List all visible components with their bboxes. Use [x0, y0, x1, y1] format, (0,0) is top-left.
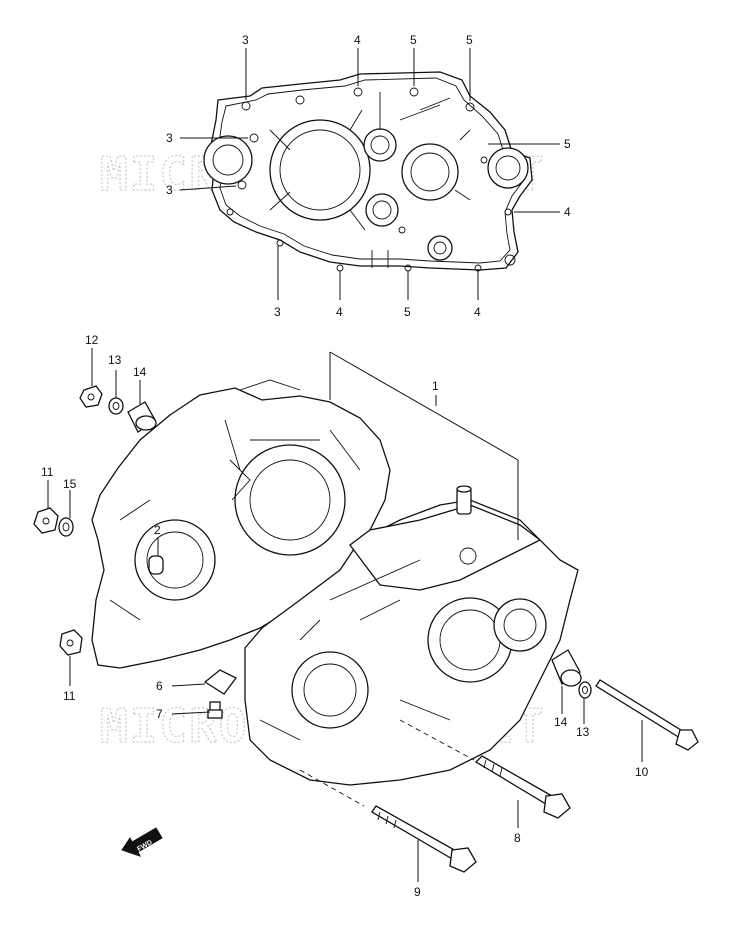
nut-11-bottom: [59, 629, 83, 656]
callout-9: 9: [414, 885, 421, 899]
nut-12: [79, 385, 103, 408]
bushing-14-top: [127, 401, 157, 433]
callout-5: 5: [564, 137, 571, 151]
callout-5: 5: [404, 305, 411, 319]
top-leader-lines: [179, 48, 560, 300]
bolt-8: [474, 755, 571, 819]
callout-7: 7: [156, 707, 163, 721]
bolt-9: [299, 769, 477, 873]
callout-15: 15: [63, 477, 77, 491]
callout-4: 4: [336, 305, 343, 319]
callout-13: 13: [576, 725, 590, 739]
callout-5: 5: [410, 33, 417, 47]
callout-3: 3: [274, 305, 281, 319]
callout-12: 12: [85, 333, 99, 347]
callout-8: 8: [514, 831, 521, 845]
callout-4: 4: [354, 33, 361, 47]
fwd-arrow-icon: FWD: [121, 827, 163, 857]
dowel-2: [148, 555, 164, 575]
callout-6: 6: [156, 679, 163, 693]
callout-2: 2: [154, 523, 161, 537]
bottom-leader-lines: [47, 348, 643, 882]
callout-3: 3: [242, 33, 249, 47]
callout-3: 3: [166, 131, 173, 145]
callout-11: 11: [41, 465, 54, 479]
right-crankcase-half: [244, 485, 579, 786]
crankcase-mating-face: [203, 71, 533, 272]
part-1-bracket: [329, 351, 519, 540]
callout-10: 10: [635, 765, 649, 779]
washer-15: [58, 517, 74, 537]
callout-4: 4: [474, 305, 481, 319]
washer-13-top: [108, 397, 124, 415]
plate-6: [203, 669, 237, 695]
callout-1: 1: [432, 379, 439, 393]
nut-11-top: [33, 507, 59, 534]
left-crankcase-half: [91, 379, 391, 669]
callout-14: 14: [554, 715, 568, 729]
callout-5: 5: [466, 33, 473, 47]
bolt-7: [207, 701, 223, 719]
bolt-10: [595, 679, 699, 751]
callout-14: 14: [133, 365, 147, 379]
callout-labels: 3 4 5 5 3 5 3 4 3 4 5 4 12 13 14 1 11 15…: [41, 33, 649, 899]
callout-11: 11: [63, 689, 76, 703]
bushing-14-bottom: [551, 649, 582, 687]
callout-13: 13: [108, 353, 122, 367]
callout-3: 3: [166, 183, 173, 197]
callout-4: 4: [564, 205, 571, 219]
washer-13-bottom: [578, 681, 592, 699]
